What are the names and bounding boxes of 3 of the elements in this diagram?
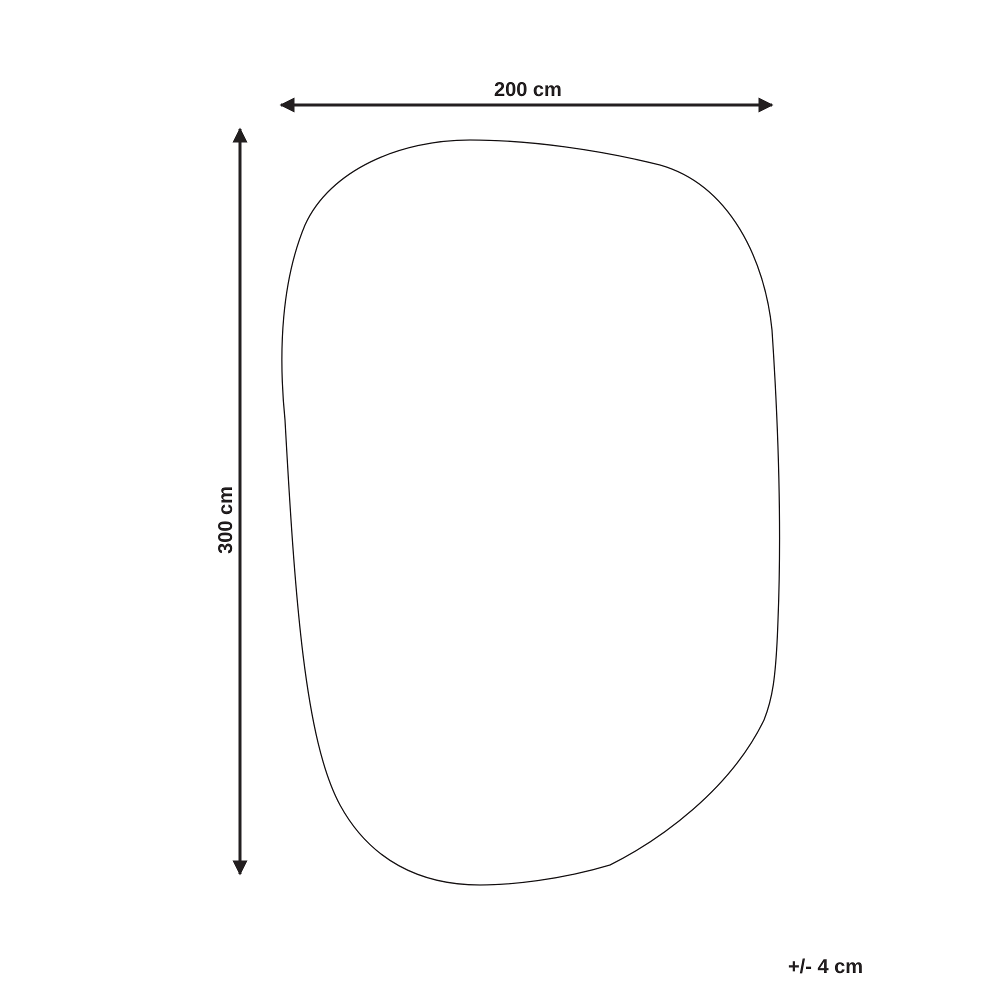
tolerance-note: +/- 4 cm bbox=[788, 957, 864, 977]
dimension-label: 200 cm bbox=[494, 80, 562, 100]
dimension-label: 300 cm bbox=[216, 486, 236, 554]
